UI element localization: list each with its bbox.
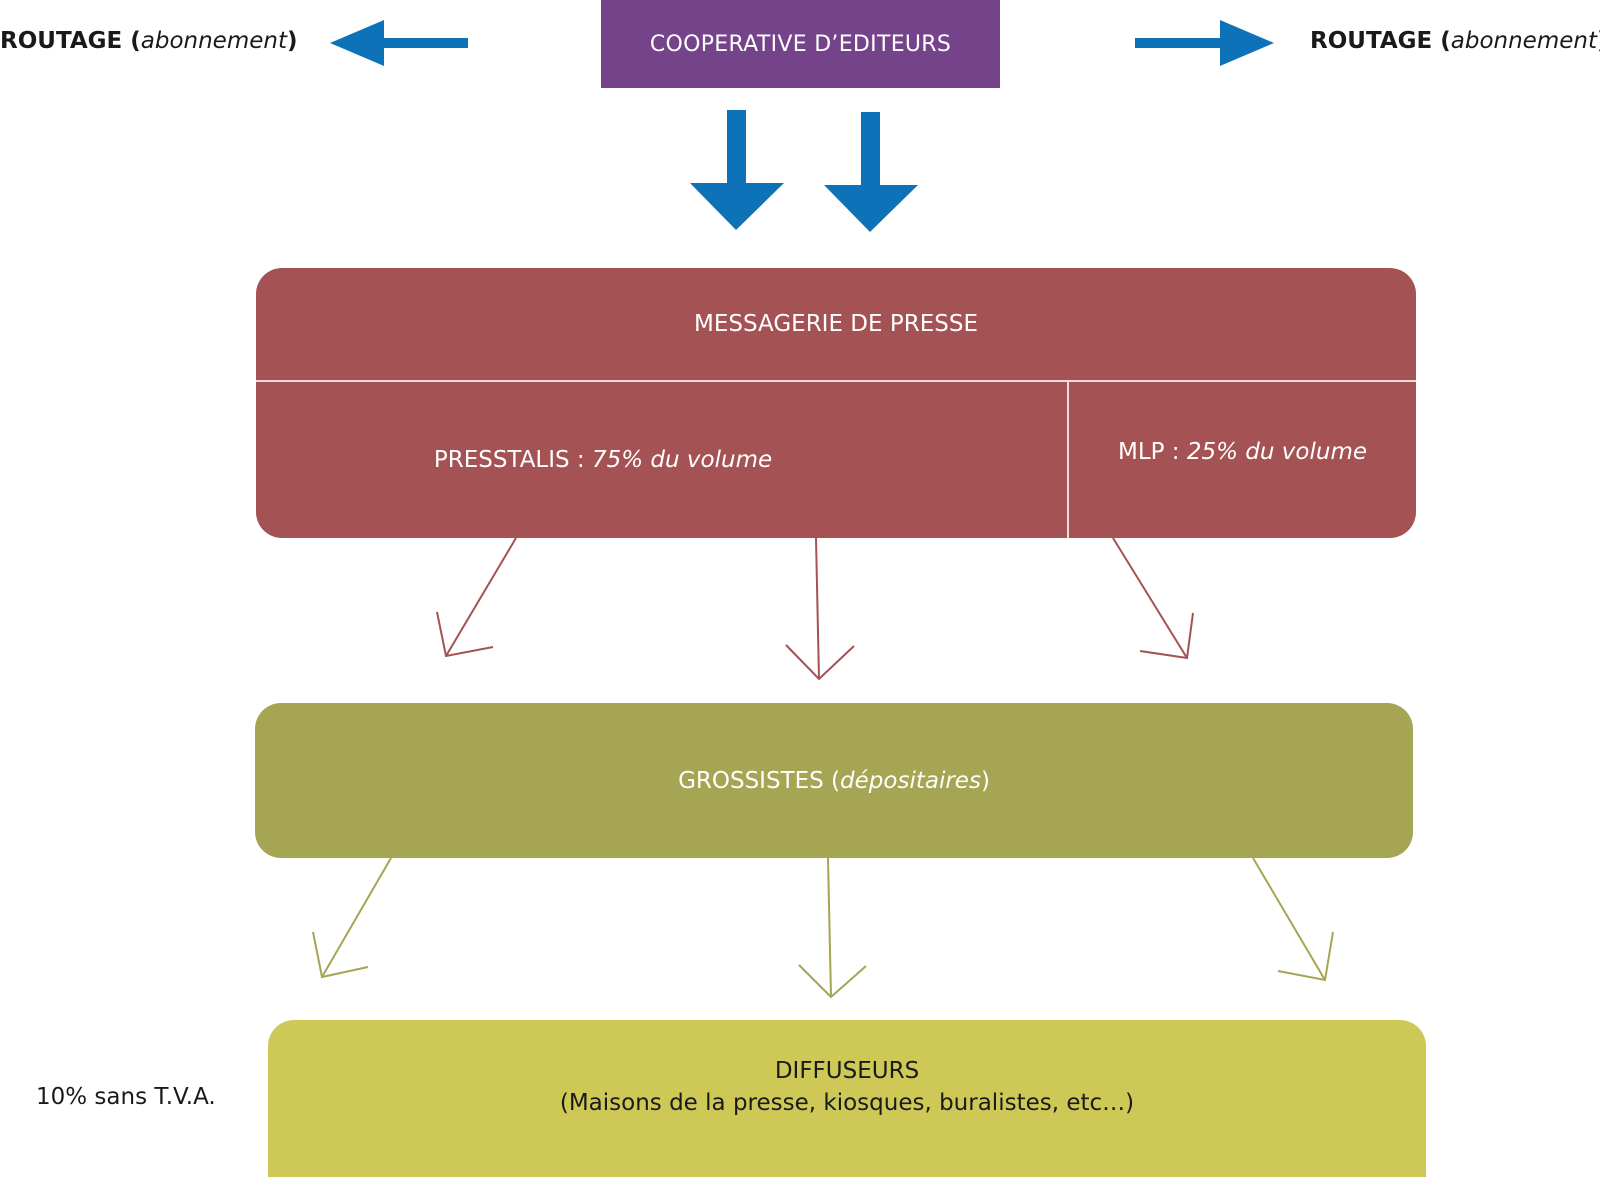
arrow-down-right	[824, 112, 918, 232]
messagerie-divider-vertical	[1067, 381, 1069, 538]
presstalis-share: 75% du volume	[592, 447, 773, 473]
diffuseurs-title: DIFFUSEURS	[774, 1058, 920, 1084]
grossistes-close: )	[980, 767, 990, 794]
arrow-down-left	[690, 110, 784, 230]
tva-note: 10% sans T.V.A.	[36, 1084, 216, 1110]
routage-left-close: )	[287, 28, 298, 54]
messagerie-box: MESSAGERIE DE PRESSE PRESSTALIS : 75% du…	[256, 268, 1416, 538]
grossistes-italic: dépositaires	[840, 767, 981, 794]
diffuseurs-box: DIFFUSEURS (Maisons de la presse, kiosqu…	[268, 1020, 1426, 1177]
diffuseurs-subtitle: (Maisons de la presse, kiosques, buralis…	[559, 1090, 1135, 1116]
mlp-share: 25% du volume	[1186, 439, 1368, 465]
cooperative-label: COOPERATIVE D’EDITEURS	[649, 31, 952, 57]
messagerie-title: MESSAGERIE DE PRESSE	[694, 311, 978, 337]
routage-right-label: ROUTAGE (abonnement)	[1310, 28, 1600, 54]
routage-left-italic: abonnement	[140, 28, 287, 54]
arrows-messagerie-to-grossistes	[436, 537, 1194, 681]
grossistes-main: GROSSISTES (	[678, 767, 841, 794]
presstalis-name: PRESSTALIS :	[433, 447, 585, 473]
arrow-right-to-routage	[1135, 20, 1274, 66]
routage-right-close: )	[1597, 28, 1600, 54]
arrow-left-to-routage	[330, 20, 468, 66]
presstalis-cell: PRESSTALIS : 75% du volume	[256, 382, 950, 538]
messagerie-divider-horizontal	[256, 380, 1416, 382]
mlp-cell: MLP : 25% du volume	[1069, 382, 1416, 522]
routage-right-main: ROUTAGE (	[1310, 28, 1451, 54]
grossistes-box: GROSSISTES (dépositaires)	[255, 703, 1413, 858]
cooperative-box: COOPERATIVE D’EDITEURS	[601, 0, 1000, 88]
routage-left-main: ROUTAGE (	[0, 28, 141, 54]
routage-right-italic: abonnement	[1450, 28, 1597, 54]
routage-left-label: ROUTAGE (abonnement)	[0, 28, 298, 54]
mlp-name: MLP :	[1117, 439, 1180, 465]
arrows-grossistes-to-diffuseurs	[312, 857, 1334, 999]
